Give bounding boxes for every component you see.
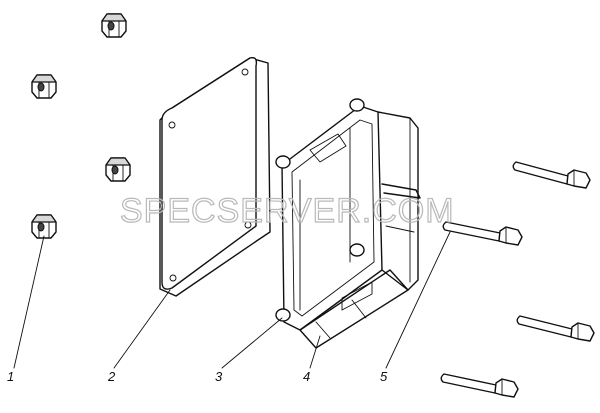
junction-box-body — [299, 111, 421, 349]
bolt-lower-right — [516, 315, 595, 342]
cap-nut-top — [101, 13, 127, 38]
cover-plate — [159, 56, 271, 297]
bolt-bottom — [440, 373, 519, 398]
bolt-middle — [442, 221, 523, 246]
cap-nut-middle — [105, 157, 131, 182]
gasket-frame — [275, 98, 383, 331]
cap-nut-upper-left — [31, 74, 57, 99]
callout-1: 1 — [7, 369, 14, 384]
callout-2: 2 — [107, 369, 116, 384]
leader-lines — [13, 231, 451, 369]
callout-4: 4 — [303, 369, 310, 384]
callout-3: 3 — [215, 369, 223, 384]
callout-5: 5 — [380, 369, 388, 384]
watermark-text: SPECSERVER.COM — [120, 192, 455, 230]
bolt-upper-right — [512, 161, 591, 189]
cap-nut-lower-left — [31, 214, 57, 239]
